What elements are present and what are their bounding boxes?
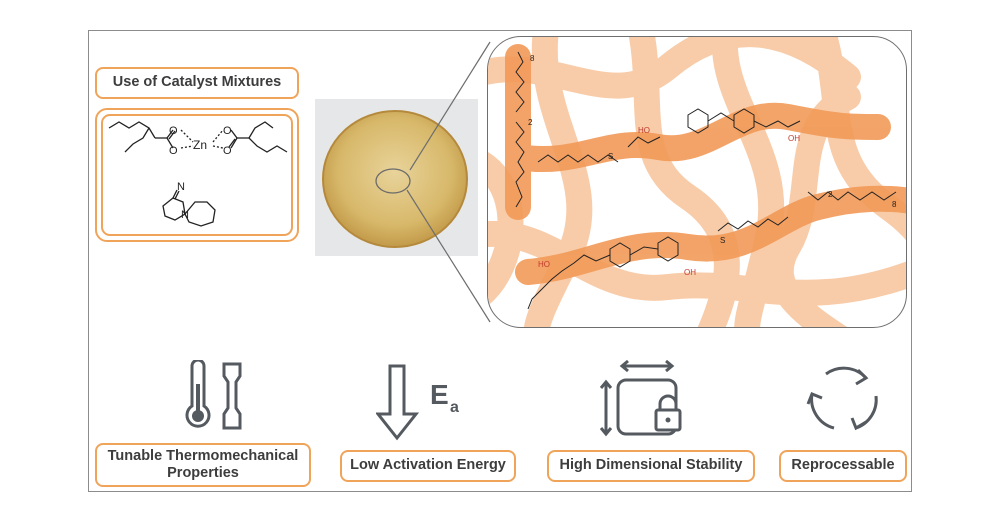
- o-label-2: O: [169, 145, 178, 157]
- dimensional-stability-icon: [599, 360, 682, 437]
- sample-disc: [323, 111, 467, 247]
- tunable-line-1: Tunable Thermomechanical: [107, 447, 299, 464]
- zoom-circle: [375, 168, 411, 194]
- n-label-1: N: [177, 181, 185, 193]
- down-arrow-icon: [376, 364, 420, 441]
- ea-subscript: a: [450, 399, 459, 416]
- zinc-label: Zn: [193, 138, 207, 152]
- o-label-4: O: [223, 145, 232, 157]
- chain-structures: [515, 51, 897, 310]
- thermometer-and-specimen-icons: [185, 360, 242, 430]
- highlighted-chains: [505, 44, 906, 285]
- oh-label-2: OH: [684, 268, 696, 277]
- o-label-3: O: [223, 125, 232, 137]
- sample-disc-image: [315, 99, 478, 256]
- ho-label-2: HO: [538, 260, 550, 269]
- dimensional-stability-text: High Dimensional Stability: [559, 457, 743, 474]
- reprocessable-label: Reprocessable: [779, 450, 907, 482]
- n-label-2: N: [181, 209, 189, 221]
- ea-symbol: E: [430, 379, 449, 410]
- reprocessable-text: Reprocessable: [791, 457, 895, 474]
- catalyst-label-text: Use of Catalyst Mixtures: [112, 74, 282, 91]
- sub8-label-2: 8: [892, 200, 897, 209]
- polymer-network-panel: HO OH HO OH S S 2 8 2 8: [487, 36, 907, 328]
- ho-label-1: HO: [638, 126, 650, 135]
- sub2-label-2: 2: [828, 190, 833, 199]
- low-activation-energy-label: Low Activation Energy: [340, 450, 516, 482]
- recycle-icon: [806, 366, 878, 431]
- sub2-label-1: 2: [528, 118, 533, 127]
- zinc-octoate-and-dbu-structures: O O Zn O O N N: [108, 121, 288, 227]
- lock-icon: [654, 394, 682, 432]
- left-ethyl-branch: [124, 127, 150, 153]
- sample-photo: [315, 99, 478, 256]
- oh-label-1: OH: [788, 134, 800, 143]
- low-activation-text: Low Activation Energy: [350, 457, 506, 474]
- s-label-1: S: [608, 152, 613, 161]
- tensile-specimen-icon: [222, 362, 242, 430]
- catalyst-structures-inner: O O Zn O O N N: [101, 114, 293, 236]
- dimensional-stability-label: High Dimensional Stability: [547, 450, 755, 482]
- s-label-2: S: [720, 236, 725, 245]
- left-hexyl-chain: [108, 121, 156, 139]
- polymer-network: HO OH HO OH S S 2 8 2 8: [488, 37, 906, 327]
- activation-energy-icon: E a: [376, 364, 459, 441]
- tunable-line-2: Properties: [167, 465, 239, 481]
- tunable-properties-label: Tunable Thermomechanical Properties: [95, 443, 311, 487]
- catalyst-label: Use of Catalyst Mixtures: [95, 67, 299, 99]
- catalyst-structures-box: O O Zn O O N N: [95, 108, 299, 242]
- o-label-1: O: [169, 125, 178, 137]
- background-strands: [488, 37, 906, 327]
- thermometer-icon: [185, 360, 211, 428]
- sub8-label-1: 8: [530, 54, 535, 63]
